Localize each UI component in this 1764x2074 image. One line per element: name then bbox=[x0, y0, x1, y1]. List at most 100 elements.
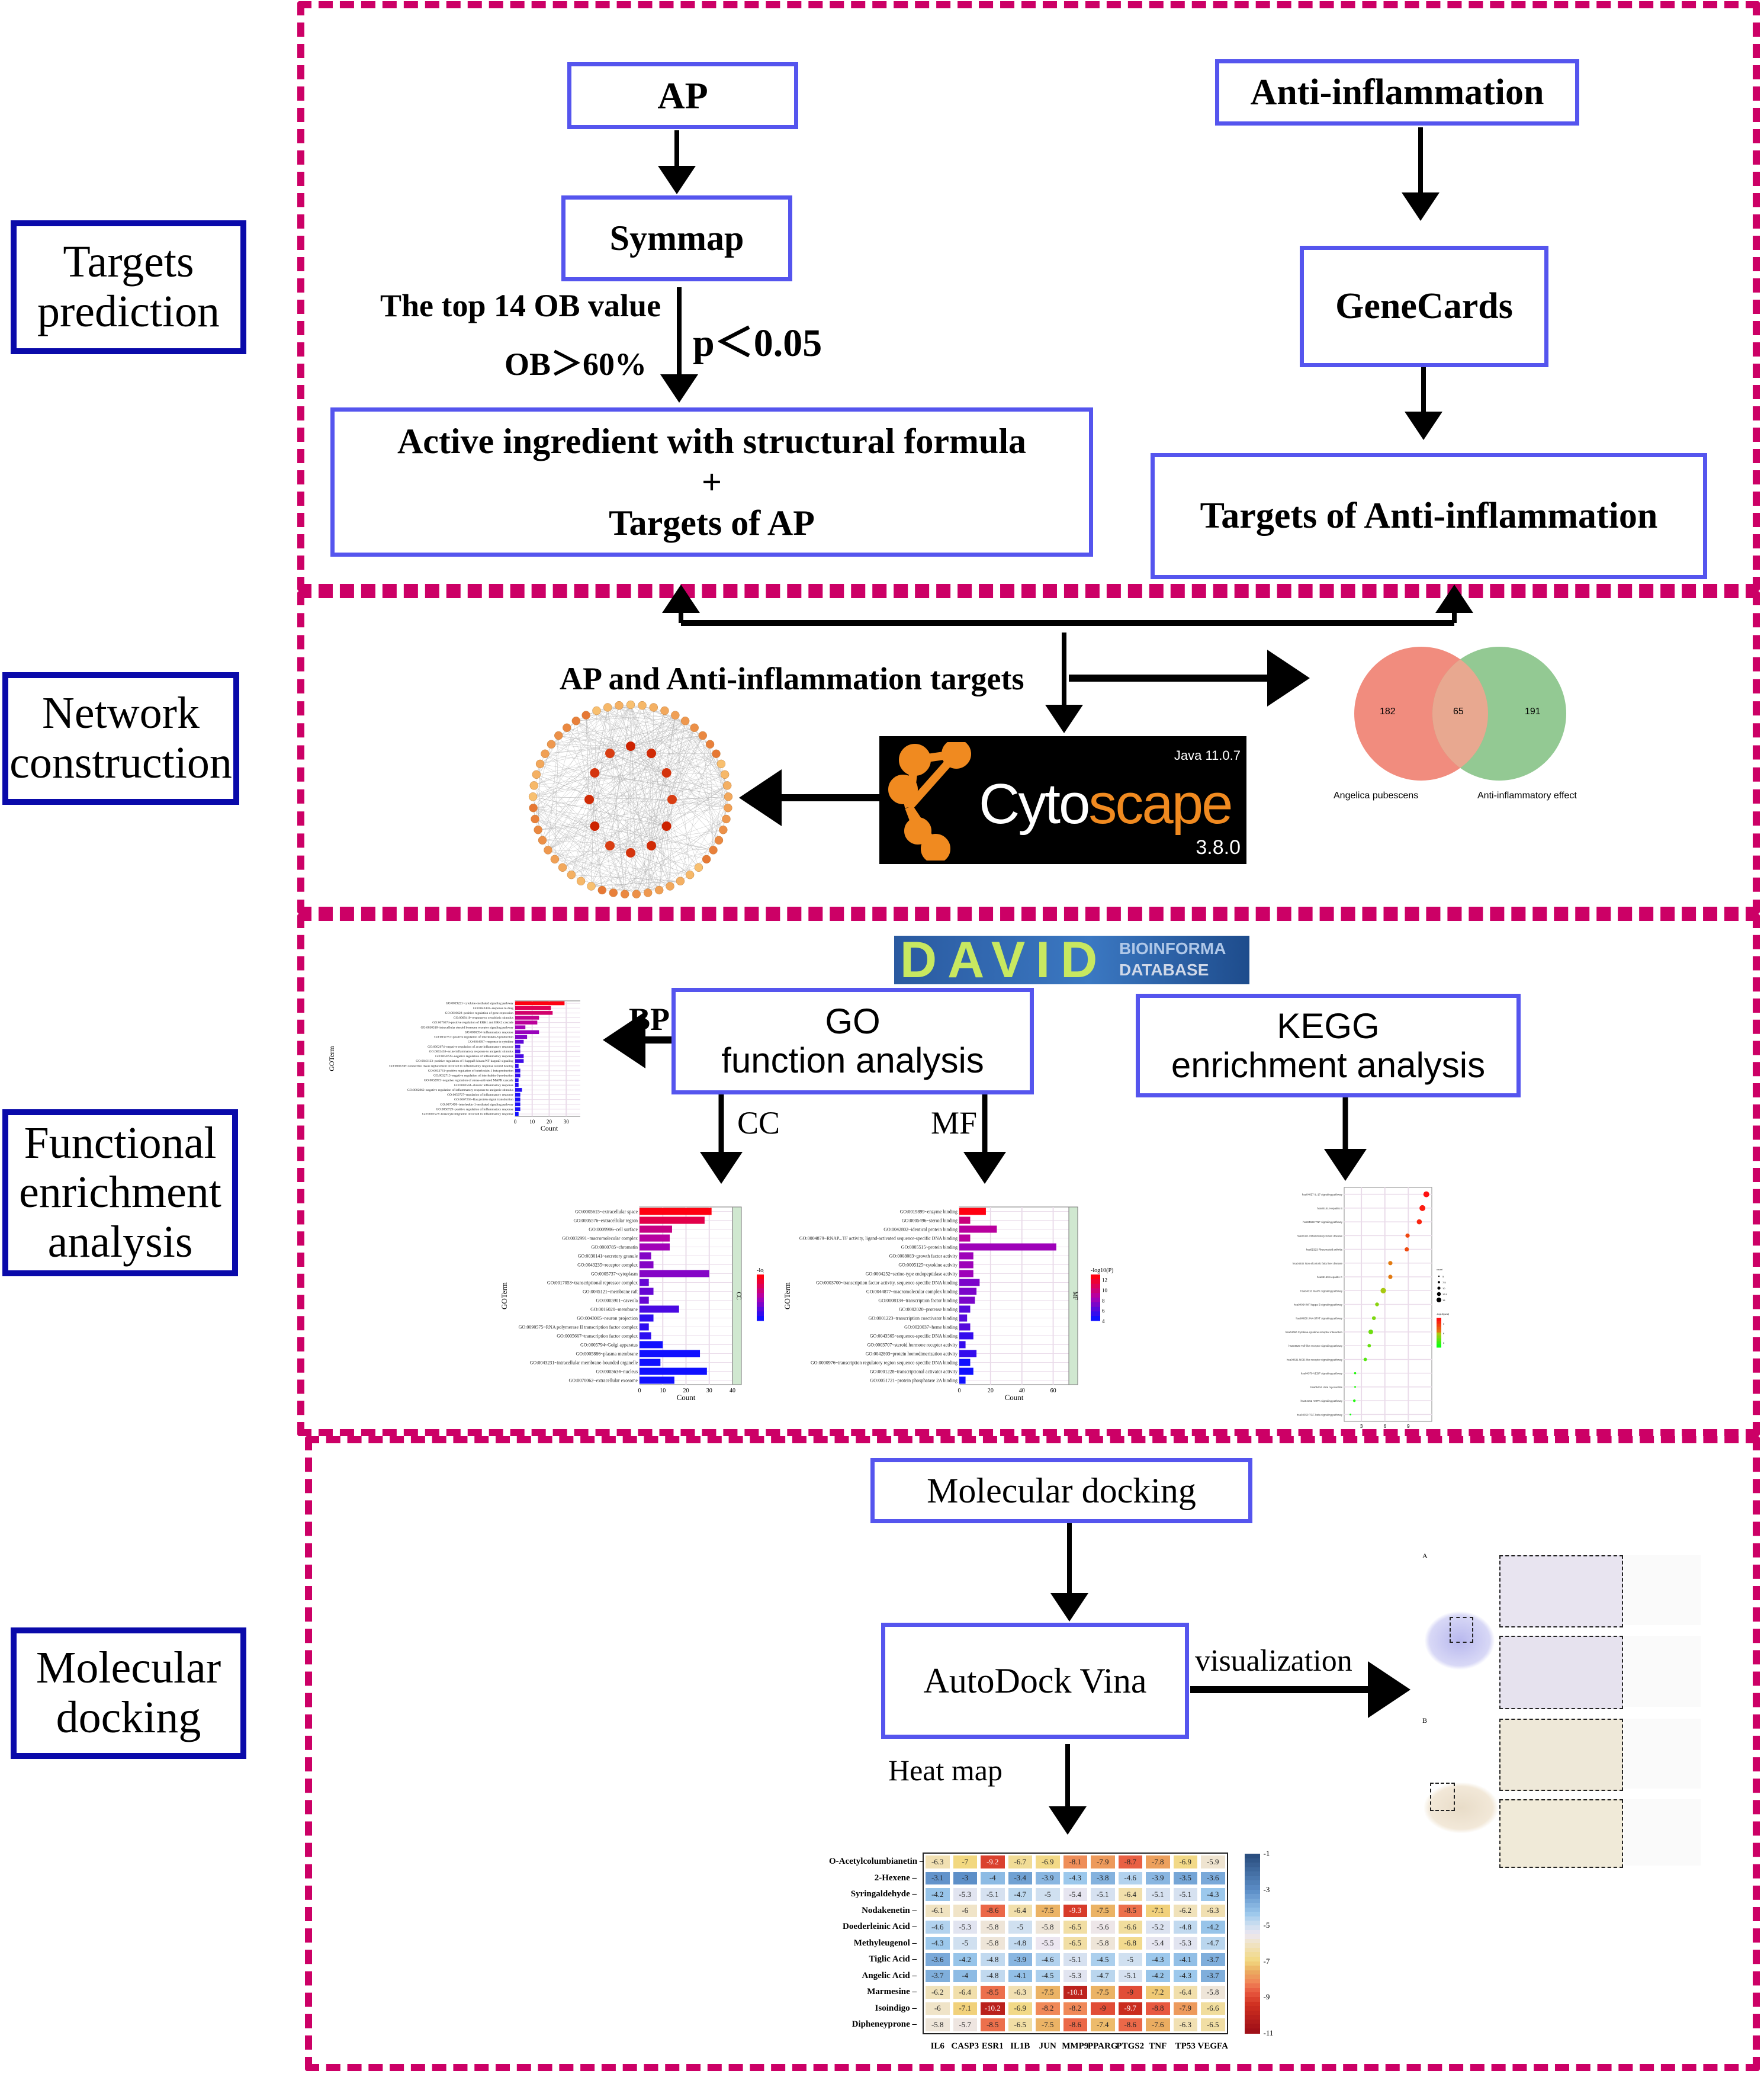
legend-swatch bbox=[757, 1293, 764, 1298]
network-node-outer bbox=[529, 803, 538, 813]
y-tick-label: GO:0003707~steroid hormone receptor acti… bbox=[867, 1343, 957, 1348]
network-edge bbox=[576, 721, 611, 754]
network-edge bbox=[659, 840, 719, 891]
node-kegg-enrichment: KEGG enrichment analysis bbox=[1136, 994, 1521, 1097]
network-edge bbox=[630, 715, 676, 747]
heatmap-cell: -9.7 bbox=[1116, 2000, 1144, 2017]
network-node-core bbox=[647, 840, 656, 850]
heatmap-cell: -7.6 bbox=[1144, 2017, 1172, 2033]
network-edge bbox=[586, 715, 590, 800]
network-node-core bbox=[590, 768, 600, 778]
heatmap-cell: -4.7 bbox=[1089, 1967, 1117, 1984]
heatmap-cell: -3.1 bbox=[924, 1870, 952, 1886]
stage-molecular-docking: Molecular docking bbox=[11, 1627, 246, 1759]
heatmap-cell: -4.7 bbox=[1006, 1886, 1034, 1903]
bar bbox=[640, 1341, 663, 1349]
heatmap-cell: -5.8 bbox=[1199, 1984, 1227, 2001]
heatmap-cell: -5 bbox=[1006, 1919, 1034, 1935]
network-edge bbox=[595, 715, 676, 773]
bar bbox=[959, 1359, 971, 1366]
network-node-outer bbox=[528, 792, 538, 801]
colorbar-tick-label: -1 bbox=[1263, 1849, 1270, 1858]
network-edge bbox=[595, 721, 686, 773]
legend-swatch bbox=[1091, 1306, 1100, 1312]
y-tick-label: GO:0050727~regulation of inflammatory re… bbox=[447, 1093, 513, 1097]
network-edge bbox=[591, 840, 719, 887]
bar bbox=[640, 1270, 709, 1277]
network-edge bbox=[647, 772, 667, 893]
x-tick-label: 20 bbox=[988, 1388, 994, 1394]
legend-tick-label: 4 bbox=[1102, 1318, 1105, 1324]
network-node-outer bbox=[534, 825, 542, 834]
heatmap-cell: -8.5 bbox=[979, 2017, 1007, 2033]
network-edge bbox=[609, 735, 703, 846]
network-edge bbox=[625, 772, 667, 894]
bar bbox=[959, 1216, 971, 1224]
heatmap-row-label: Doederleinic Acid – bbox=[843, 1922, 917, 1931]
network-edge bbox=[596, 710, 703, 736]
heatmap-cell: -10.1 bbox=[1061, 1984, 1089, 2001]
network-edge bbox=[533, 808, 592, 887]
bar bbox=[959, 1261, 973, 1269]
colorbar-swatch bbox=[1244, 2006, 1260, 2011]
network-edge bbox=[680, 797, 729, 881]
network-edge bbox=[671, 799, 724, 830]
y-tick-label: GO:0005737~cytoplasm bbox=[591, 1272, 638, 1277]
heatmap-cell: -5.1 bbox=[1116, 1967, 1144, 1984]
bar bbox=[640, 1279, 649, 1286]
heatmap-cell: -9 bbox=[1089, 2000, 1117, 2017]
network-edge bbox=[666, 735, 703, 773]
network-edge bbox=[664, 710, 724, 830]
network-edge bbox=[540, 746, 631, 765]
heatmap-column-label: IL1B bbox=[1010, 2041, 1030, 2051]
y-tick-label: hsa04621 NOD-like receptor signaling pat… bbox=[1287, 1358, 1343, 1361]
network-edge bbox=[630, 710, 665, 853]
heatmap-cell: -5.8 bbox=[1034, 1919, 1062, 1935]
heatmap-cell: -6.8 bbox=[1116, 1935, 1144, 1951]
heatmap-cell: -5.1 bbox=[1144, 1886, 1172, 1903]
network-node-outer bbox=[609, 888, 618, 897]
y-tick-label: hsa05321 Inflammatory bowel disease bbox=[1297, 1234, 1342, 1237]
heatmap-cell: -4.8 bbox=[979, 1967, 1007, 1984]
network-node-core bbox=[667, 795, 677, 804]
pocket-view-a1 bbox=[1499, 1555, 1623, 1627]
colorbar-swatch bbox=[1244, 1907, 1260, 1913]
bar bbox=[515, 1001, 565, 1006]
data-point bbox=[1367, 1344, 1371, 1348]
colorbar-tick-label: -7 bbox=[1263, 1956, 1270, 1966]
network-edge bbox=[630, 727, 695, 853]
heatmap-cell: -3.6 bbox=[1199, 1870, 1227, 1886]
heatmap-cell: -9 bbox=[1116, 1984, 1144, 2001]
legend-swatch bbox=[1091, 1316, 1100, 1321]
pocket-view-b1 bbox=[1499, 1719, 1623, 1791]
bar bbox=[640, 1350, 701, 1357]
network-edge bbox=[576, 721, 699, 868]
venn-diagram: 182 65 191 Angelica pubescens Anti-infla… bbox=[1332, 643, 1599, 808]
color-legend-swatch bbox=[1437, 1341, 1441, 1345]
y-tick-label: GO:0050729~positive regulation of inflam… bbox=[436, 1107, 513, 1111]
heatmap-cell: -5.8 bbox=[979, 1919, 1007, 1935]
heatmap-cell: -7.8 bbox=[1144, 1854, 1172, 1870]
venn-left-label: Angelica pubescens bbox=[1334, 791, 1419, 801]
bar bbox=[515, 1107, 520, 1112]
y-tick-label: GO:0051721~protein phosphatase 2A bindin… bbox=[870, 1378, 957, 1383]
network-edge bbox=[545, 753, 667, 773]
heatmap-cell: -6.2 bbox=[924, 1984, 952, 2001]
network-node-outer bbox=[563, 723, 571, 733]
network-edge bbox=[533, 735, 703, 797]
network-edge bbox=[630, 746, 648, 893]
heatmap-cell: -5.8 bbox=[979, 1935, 1007, 1951]
network-edge bbox=[671, 774, 725, 800]
heatmap-cell: -4.7 bbox=[1199, 1935, 1227, 1951]
network-edge bbox=[554, 735, 559, 859]
colorbar-swatch bbox=[1244, 1947, 1260, 1953]
david-logo: DAVID BIOINFORMA DATABASE bbox=[894, 936, 1249, 984]
plot-panel bbox=[515, 1000, 580, 1117]
network-node-outer bbox=[685, 870, 695, 879]
network-edge bbox=[536, 707, 608, 775]
network-edge bbox=[630, 704, 637, 894]
y-tick-label: hsa04657 IL-17 signaling pathway bbox=[1302, 1193, 1343, 1196]
network-node-outer bbox=[597, 885, 607, 895]
network-edge bbox=[651, 797, 729, 846]
x-tick-label: 0 bbox=[514, 1119, 517, 1125]
